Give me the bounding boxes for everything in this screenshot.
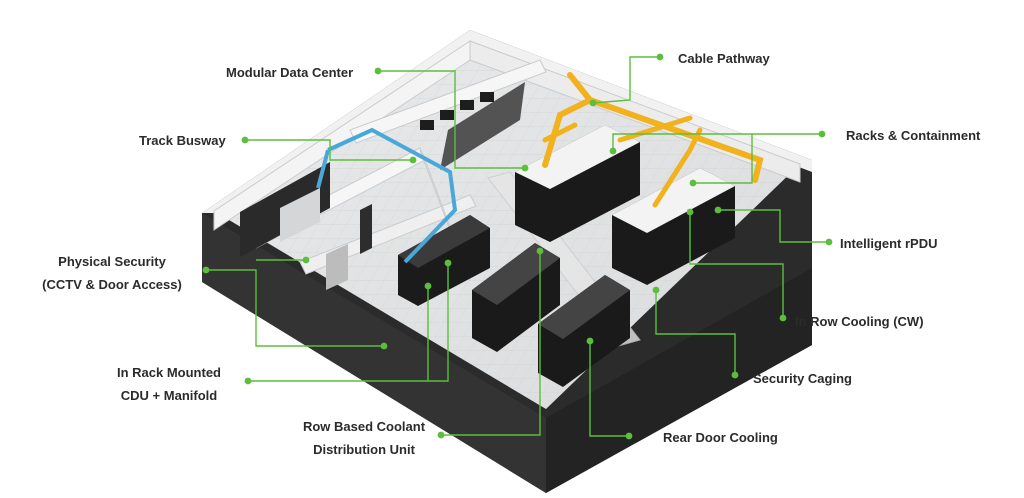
noc-room [420, 82, 525, 170]
label-row-cdu-line1: Row Based Coolant [302, 419, 426, 434]
leader-in-rack-cdu [248, 263, 449, 382]
leader-dot-0 [656, 53, 664, 61]
row-cdu-racks [472, 243, 630, 387]
label-physical-security-line2: (CCTV & Door Access) [42, 277, 182, 292]
leader-dot-1 [589, 99, 597, 107]
label-security-caging: Security Caging [753, 371, 852, 386]
label-physical-security-line1: Physical Security [58, 254, 166, 269]
leader-dot-18 [424, 282, 432, 290]
label-in-rack-cdu: In Rack Mounted CDU + Manifold [100, 364, 238, 404]
label-modular-data-center: Modular Data Center [226, 65, 354, 80]
label-in-rack-cdu-line2: CDU + Manifold [120, 388, 218, 403]
label-row-cdu-line2: Distribution Unit [313, 442, 415, 457]
leader-dot-8 [689, 179, 697, 187]
cable-pathway-tray [542, 72, 764, 208]
label-track-busway: Track Busway [139, 133, 226, 148]
label-row-cdu: Row Based Coolant Distribution Unit [284, 418, 444, 458]
leader-dot-22 [536, 247, 544, 255]
leader-dot-20 [652, 286, 660, 294]
leader-rpdu [718, 209, 829, 243]
leader-dot-3 [521, 164, 529, 172]
leader-dot-16 [244, 377, 252, 385]
leader-dot-13 [302, 256, 310, 264]
leader-dot-7 [609, 147, 617, 155]
electrical-room [240, 162, 372, 290]
leader-rear-door [589, 341, 629, 437]
leader-dot-2 [374, 67, 382, 75]
leader-dot-15 [686, 208, 694, 216]
label-rear-door-cooling: Rear Door Cooling [663, 430, 778, 445]
rack-pods [515, 125, 735, 285]
label-intelligent-rpdu: Intelligent rPDU [840, 236, 938, 251]
leader-racks-2 [693, 134, 753, 184]
label-cable-pathway: Cable Pathway [678, 51, 770, 66]
label-in-row-cooling: In Row Cooling (CW) [795, 314, 924, 329]
leader-security-caging [655, 290, 736, 375]
leader-dot-5 [409, 156, 417, 164]
leader-dot-9 [825, 238, 833, 246]
leader-dot-10 [714, 206, 722, 214]
label-physical-security: Physical Security (CCTV & Door Access) [32, 253, 192, 293]
leader-dot-23 [625, 432, 633, 440]
leader-cable-pathway [592, 56, 660, 104]
leader-dot-6 [818, 130, 826, 138]
leader-lines [206, 56, 829, 437]
leader-track-busway [245, 139, 413, 161]
leader-row-cdu [441, 251, 541, 436]
leader-dot-24 [586, 337, 594, 345]
label-racks-containment: Racks & Containment [846, 128, 981, 143]
leader-dots [202, 53, 833, 440]
leader-dot-4 [241, 136, 249, 144]
leader-dot-17 [444, 259, 452, 267]
leader-dot-14 [779, 314, 787, 322]
leader-dot-11 [202, 266, 210, 274]
rack-row-center [398, 215, 490, 306]
leader-physical-sec [206, 269, 384, 347]
label-in-rack-cdu-line1: In Rack Mounted [116, 365, 221, 380]
leader-dot-21 [437, 431, 445, 439]
leader-dot-12 [380, 342, 388, 350]
leader-modular-dc [378, 70, 525, 169]
leader-in-row [689, 212, 784, 318]
busway-track [316, 127, 458, 264]
leader-dot-19 [731, 371, 739, 379]
